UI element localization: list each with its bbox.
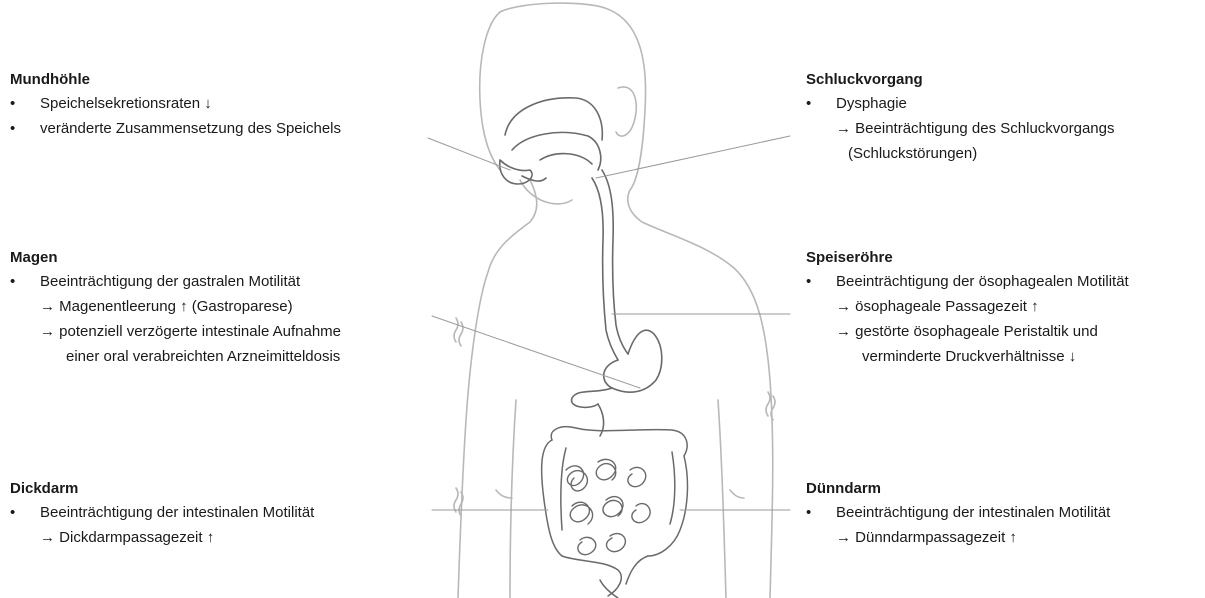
item-text: veränderte Zusammensetzung des Speichels bbox=[40, 120, 341, 137]
list-item: • Beeinträchtigung der ösophagealen Moti… bbox=[806, 269, 1129, 294]
bullet: • bbox=[10, 500, 15, 525]
bullet: • bbox=[806, 500, 811, 525]
list-item: • Dysphagie bbox=[806, 91, 1115, 116]
bullet: • bbox=[10, 91, 15, 116]
sub-item: → potenziell verzögerte intestinale Aufn… bbox=[10, 319, 341, 344]
section-duenndarm: Dünndarm • Beeinträchtigung der intestin… bbox=[806, 478, 1110, 550]
section-speiseroehre: Speiseröhre • Beeinträchtigung der ösoph… bbox=[806, 247, 1129, 369]
small-intestine bbox=[566, 459, 650, 554]
section-title: Dickdarm bbox=[10, 478, 314, 500]
sub-item: → gestörte ösophageale Peristaltik und bbox=[806, 319, 1129, 344]
section-title: Magen bbox=[10, 247, 341, 269]
bullet: • bbox=[806, 91, 811, 116]
list-item: • Speichelsekretionsraten ↓ bbox=[10, 91, 341, 116]
stomach bbox=[572, 330, 662, 436]
sub-item-continuation: verminderte Druckverhältnisse ↓ bbox=[806, 344, 1129, 369]
sub-item: → Beeinträchtigung des Schluckvorgangs bbox=[806, 116, 1115, 141]
list-item: • Beeinträchtigung der intestinalen Moti… bbox=[806, 500, 1110, 525]
item-text: Dysphagie bbox=[836, 95, 907, 112]
section-title: Mundhöhle bbox=[10, 69, 341, 91]
sub-item: → Dünndarmpassagezeit ↑ bbox=[806, 525, 1110, 550]
sub-item-continuation: (Schluckstörungen) bbox=[806, 141, 1115, 166]
sub-item: → ösophageale Passagezeit ↑ bbox=[806, 294, 1129, 319]
list-item: • veränderte Zusammensetzung des Speiche… bbox=[10, 116, 341, 141]
section-schluckvorgang: Schluckvorgang • Dysphagie → Beeinträcht… bbox=[806, 69, 1115, 166]
oral-cavity bbox=[500, 98, 603, 184]
item-text: Beeinträchtigung der ösophagealen Motili… bbox=[836, 273, 1129, 290]
section-dickdarm: Dickdarm • Beeinträchtigung der intestin… bbox=[10, 478, 314, 550]
item-text: Beeinträchtigung der intestinalen Motili… bbox=[836, 504, 1110, 521]
section-title: Speiseröhre bbox=[806, 247, 1129, 269]
section-mundhoehle: Mundhöhle • Speichelsekretionsraten ↓ • … bbox=[10, 69, 341, 141]
item-text: Speichelsekretionsraten ↓ bbox=[40, 95, 212, 112]
sub-item: → Dickdarmpassagezeit ↑ bbox=[10, 525, 314, 550]
item-text: Beeinträchtigung der intestinalen Motili… bbox=[40, 504, 314, 521]
section-magen: Magen • Beeinträchtigung der gastralen M… bbox=[10, 247, 341, 369]
sub-item: → Magenentleerung ↑ (Gastroparese) bbox=[10, 294, 341, 319]
section-title: Schluckvorgang bbox=[806, 69, 1115, 91]
sub-item-continuation: einer oral verabreichten Arzneimitteldos… bbox=[10, 344, 341, 369]
bullet: • bbox=[10, 269, 15, 294]
leader-mundhoehle bbox=[428, 138, 510, 170]
item-text: Beeinträchtigung der gastralen Motilität bbox=[40, 273, 300, 290]
esophagus bbox=[592, 170, 628, 360]
leader-lines bbox=[428, 136, 790, 510]
list-item: • Beeinträchtigung der gastralen Motilit… bbox=[10, 269, 341, 294]
list-item: • Beeinträchtigung der intestinalen Moti… bbox=[10, 500, 314, 525]
leader-magen bbox=[432, 316, 640, 388]
bullet: • bbox=[10, 116, 15, 141]
section-title: Dünndarm bbox=[806, 478, 1110, 500]
bullet: • bbox=[806, 269, 811, 294]
large-intestine bbox=[542, 427, 688, 598]
leader-schluckvorgang bbox=[596, 136, 790, 178]
